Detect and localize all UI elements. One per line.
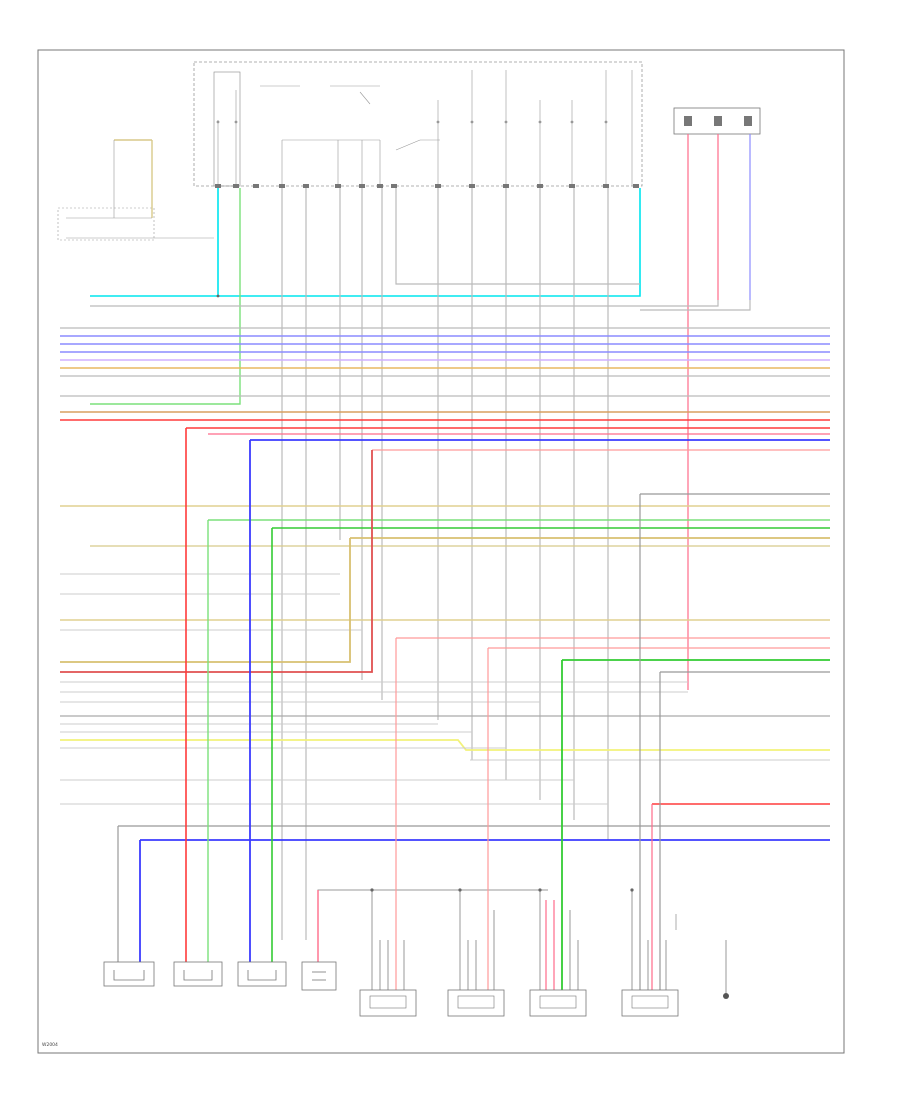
bus-wires: [60, 327, 830, 841]
bottom-module-4: [621, 989, 679, 1017]
top-left-switch: [57, 139, 214, 241]
bottom-sensor-3: [237, 961, 287, 987]
diagram-frame: [37, 49, 845, 1054]
bottom-sensor-1: [103, 961, 155, 987]
bottom-sensor-2: [173, 961, 223, 987]
sensor-drops: [117, 428, 727, 994]
bottom-sensor-4: [301, 961, 337, 991]
vertical-wires: [90, 134, 751, 940]
bottom-module-2: [447, 989, 505, 1017]
instrument-cluster-box: [193, 61, 643, 188]
page-code: W2004: [42, 1042, 58, 1048]
bottom-module-3: [529, 989, 587, 1017]
top-right-module: [673, 107, 761, 135]
splice-points: [216, 294, 634, 892]
ground-symbol: [723, 993, 729, 999]
bottom-module-1: [359, 989, 417, 1017]
